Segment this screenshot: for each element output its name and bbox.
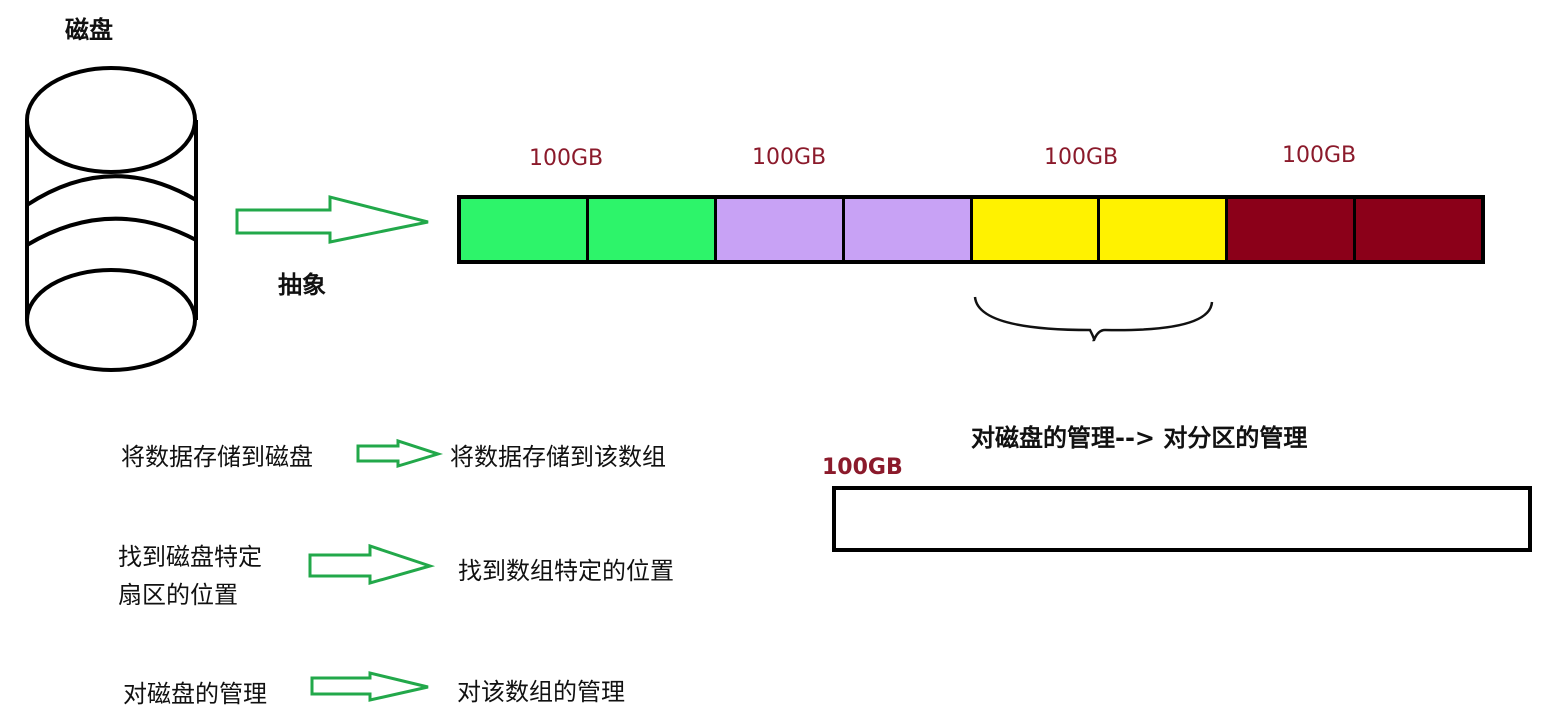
partition-box: [832, 486, 1532, 552]
mapping-1-left: 将数据存储到磁盘: [121, 443, 313, 471]
array-cell: [1228, 199, 1357, 260]
mapping-2-right: 找到数组特定的位置: [458, 557, 674, 585]
array-cell: [588, 199, 717, 260]
array-cell: [461, 199, 589, 260]
mapping-arrow-3: [310, 671, 429, 702]
array-cell: [1356, 199, 1481, 260]
segment-label-2: 100GB: [752, 145, 827, 170]
segment-label-1: 100GB: [529, 146, 604, 171]
segment-label-3: 100GB: [1044, 145, 1119, 170]
array-cell: [844, 199, 973, 260]
abstraction-arrow: [235, 195, 429, 244]
mapping-3-left: 对磁盘的管理: [123, 680, 267, 708]
abstraction-label: 抽象: [278, 271, 326, 299]
mapping-arrow-2: [308, 543, 436, 585]
mapping-2-left-line1: 找到磁盘特定: [118, 543, 262, 571]
partition-size-label: 100GB: [822, 455, 903, 480]
mapping-1-right: 将数据存储到该数组: [450, 443, 666, 471]
partition-heading: 对磁盘的管理--> 对分区的管理: [971, 424, 1308, 452]
mapping-2-left-line2: 扇区的位置: [118, 581, 238, 609]
disk-title: 磁盘: [65, 16, 113, 44]
array-cell: [972, 199, 1101, 260]
disk-cylinder-icon: [25, 66, 198, 372]
segment-label-4: 100GB: [1282, 143, 1357, 168]
mapping-arrow-1: [356, 438, 444, 469]
partition-brace: [973, 296, 1214, 342]
disk-array-bar: [457, 195, 1485, 264]
array-cell: [1100, 199, 1229, 260]
array-cell: [716, 199, 845, 260]
mapping-3-right: 对该数组的管理: [457, 678, 625, 706]
